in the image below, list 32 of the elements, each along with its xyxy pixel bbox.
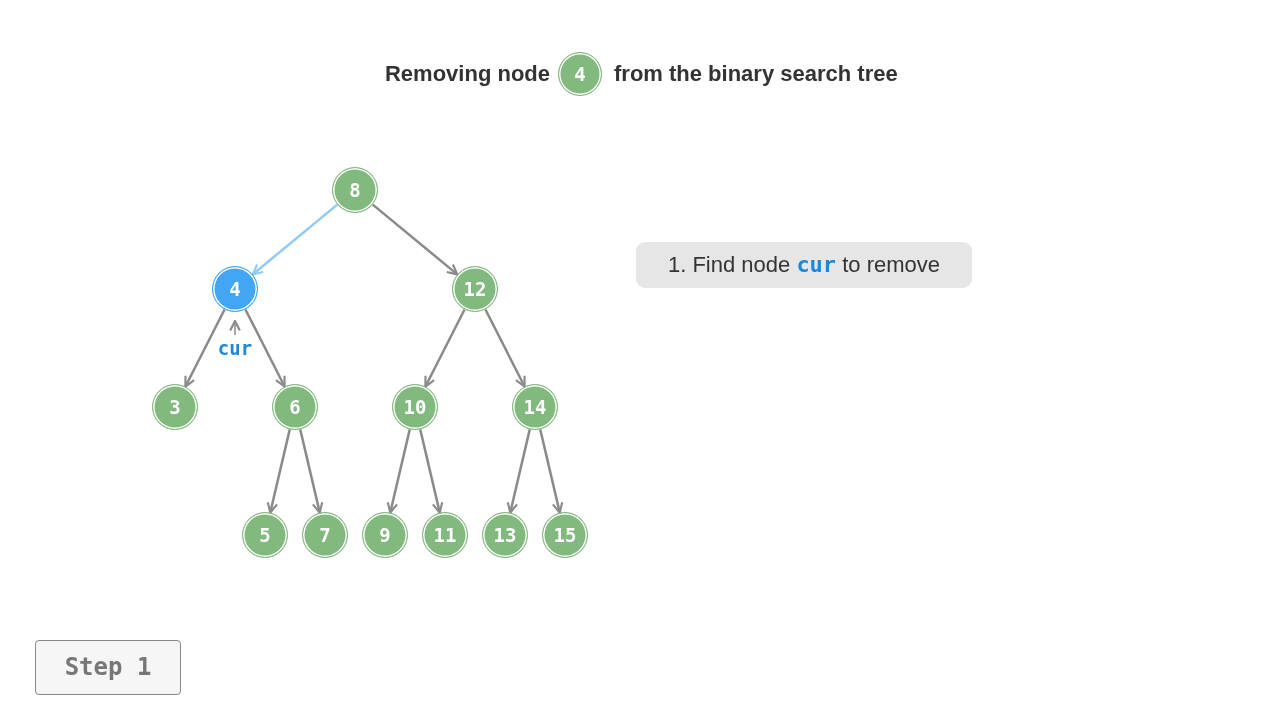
highlighted-node-circle: 4 xyxy=(212,266,258,312)
step-description: 1. Find node cur to remove xyxy=(636,242,972,288)
arrow xyxy=(371,203,459,276)
arrow xyxy=(244,308,286,388)
arrow xyxy=(251,203,339,276)
tree-node-circle: 11 xyxy=(422,512,468,558)
arrow xyxy=(266,429,291,514)
pointer-arrow xyxy=(229,319,241,336)
tree-node-circle: 10 xyxy=(392,384,438,430)
tree-node-circle: 15 xyxy=(542,512,588,558)
tree-node-circle: 9 xyxy=(362,512,408,558)
arrow xyxy=(184,308,226,388)
arrow xyxy=(539,429,564,514)
tree-node-circle: 3 xyxy=(152,384,198,430)
step-label: Step 1 xyxy=(35,639,181,695)
tree-node-circle: 4 xyxy=(558,52,602,96)
tree-node-circle: 6 xyxy=(272,384,318,430)
tree-node-circle: 13 xyxy=(482,512,528,558)
arrow xyxy=(424,308,466,388)
arrow xyxy=(484,308,526,388)
title-text: Removing node xyxy=(385,61,550,87)
tree-node-circle: 7 xyxy=(302,512,348,558)
tree-node-circle: 14 xyxy=(512,384,558,430)
arrow xyxy=(506,429,531,514)
pointer-label: cur xyxy=(213,337,257,359)
title-text: from the binary search tree xyxy=(614,61,898,87)
tree-node-circle: 8 xyxy=(332,167,378,213)
tree-node-circle: 5 xyxy=(242,512,288,558)
arrow xyxy=(299,429,324,514)
tree-node-circle: 12 xyxy=(452,266,498,312)
arrow xyxy=(419,429,444,514)
arrow xyxy=(386,429,411,514)
